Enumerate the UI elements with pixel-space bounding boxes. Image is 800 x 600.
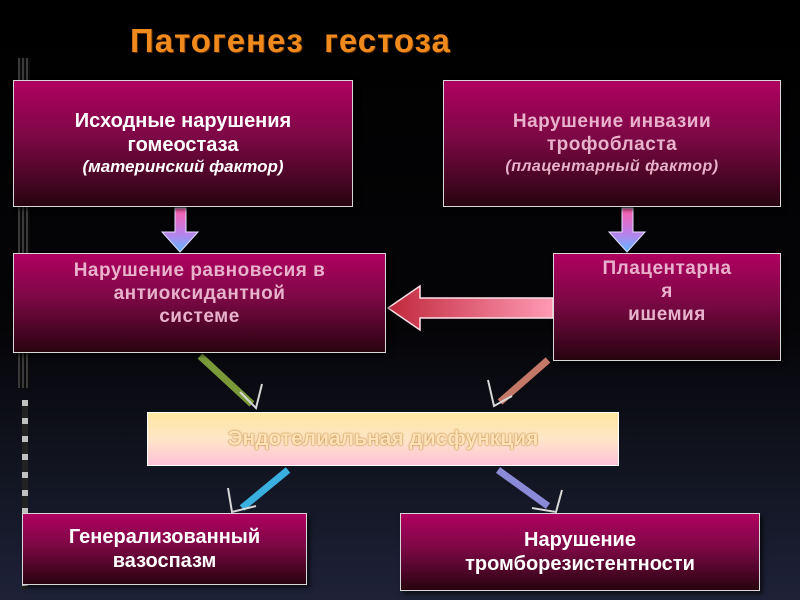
page-title: Патогенез гестоза [130, 22, 451, 59]
arrow-diag-salmon-head [487, 379, 513, 408]
placental-line-2: трофобласта [546, 133, 678, 155]
vasospasm-line-1: Генерализованный [68, 526, 261, 548]
ischemia-line-3: ишемия [628, 303, 706, 325]
maternal-line-2: гомеостаза [127, 134, 239, 157]
arrow-diag-cyan-head [227, 487, 257, 514]
thromboresistance-box: Нарушение тромборезистентности [400, 513, 760, 591]
arrow-down-left [160, 207, 200, 253]
arrow-diag-lavender-head [531, 489, 563, 514]
ischemia-line-1: Плацентарна [602, 258, 732, 279]
thrombo-line-1: Нарушение [524, 529, 636, 551]
arrow-diag-lavender [495, 467, 551, 509]
vasospasm-line-2: вазоспазм [112, 550, 217, 572]
endothelial-dysfunction-box: Эндотелиальная дисфункция [147, 412, 619, 466]
ischemia-box: Плацентарна я ишемия [553, 253, 781, 361]
maternal-factor-box: Исходные нарушения гомеостаза (материнск… [13, 80, 353, 207]
antioxidant-box: Нарушение равновесия в антиоксидантной с… [13, 253, 386, 353]
arrow-left-horizontal [386, 284, 554, 332]
arrow-down-right [607, 207, 647, 253]
maternal-line-3: (материнский фактор) [82, 157, 284, 177]
placental-line-1: Нарушение инвазии [512, 111, 712, 133]
maternal-line-1: Исходные нарушения [74, 110, 292, 133]
vasospasm-box: Генерализованный вазоспазм [22, 513, 307, 585]
arrow-diag-green-head [239, 383, 263, 410]
placental-line-3: (плацентарный фактор) [505, 157, 719, 175]
arrow-diag-cyan [239, 467, 291, 511]
arrow-diag-salmon [497, 357, 551, 405]
antioxidant-line-1: Нарушение равновесия в [73, 260, 326, 281]
antioxidant-line-3: системе [159, 305, 240, 327]
thrombo-line-2: тромборезистентности [465, 553, 695, 575]
placental-factor-box: Нарушение инвазии трофобласта (плацентар… [443, 80, 781, 207]
ischemia-line-2: я [661, 280, 673, 302]
antioxidant-line-2: антиоксидантной [113, 282, 286, 304]
decorative-strip [22, 400, 28, 590]
